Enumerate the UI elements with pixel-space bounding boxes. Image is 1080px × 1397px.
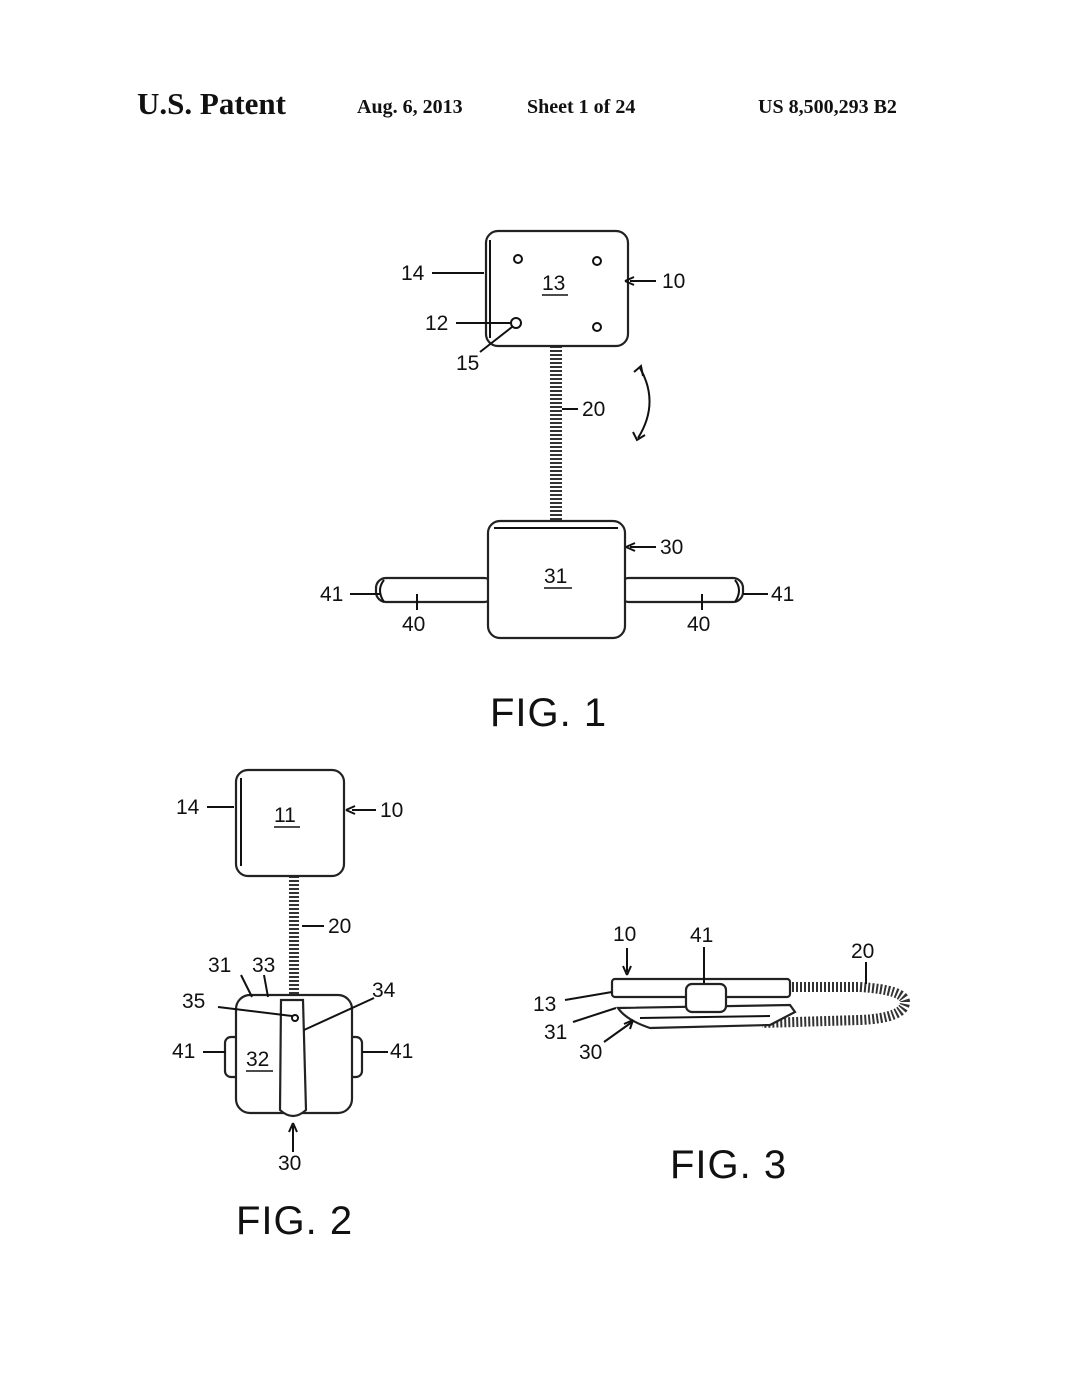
fig2-ref-20: 20 [328,915,351,938]
fig1-ref-12: 12 [425,312,448,335]
fig1-drawing: 14 13 10 12 15 20 30 31 41 41 40 40 FIG.… [320,229,794,735]
fig1-arm-left [374,576,496,604]
fig1-caption: FIG. 1 [490,691,607,735]
fig2-ref-33: 33 [252,954,275,977]
fig3-ref-31: 31 [544,1021,567,1044]
header-date: Aug. 6, 2013 [357,96,463,118]
fig3-ref-10: 10 [613,923,636,946]
fig1-ref-31: 31 [544,565,567,588]
fig1-screw-holes [510,254,602,332]
header-title: U.S. Patent [137,86,286,121]
fig1-ref-20: 20 [582,398,605,421]
fig1-rotation-arrow [637,367,651,439]
fig2-strap [278,998,308,1118]
fig1-ref-13: 13 [542,272,565,295]
fig1-ref-15: 15 [456,352,479,375]
header-sheet: Sheet 1 of 24 [527,96,636,118]
fig2-drawing: 14 11 10 20 31 33 35 34 41 32 41 30 FIG.… [172,768,413,1243]
fig1-lower-base [486,519,627,640]
fig2-ref-30: 30 [278,1152,301,1175]
fig1-ref-40-right: 40 [687,613,710,636]
fig2-ref-32: 32 [246,1048,269,1071]
fig2-ref-34: 34 [372,979,396,1002]
fig3-clip [684,982,728,1014]
fig2-ref-11: 11 [274,804,296,827]
fig3-ref-20: 20 [851,940,874,963]
fig3-ref-13: 13 [533,993,556,1016]
fig3-caption: FIG. 3 [670,1143,787,1187]
fig2-ref-41-left: 41 [172,1040,195,1063]
fig3-gooseneck-cable [761,982,911,1028]
fig1-arm-right [617,576,745,604]
fig1-ref-10: 10 [662,270,685,293]
fig2-caption: FIG. 2 [236,1199,353,1243]
fig2-ref-10: 10 [380,799,403,822]
fig1-ref-41-right: 41 [771,583,794,606]
fig1-ref-30: 30 [660,536,683,559]
fig1-ref-14: 14 [401,262,425,285]
fig2-ref-31: 31 [208,954,231,977]
fig1-ref-40-left: 40 [402,613,425,636]
header-patent-number: US 8,500,293 B2 [758,96,897,118]
fig2-ref-14: 14 [176,796,200,819]
fig2-upper-housing [234,768,346,878]
fig2-ref-41-right: 41 [390,1040,413,1063]
fig3-drawing: 10 41 20 13 31 30 FIG. 3 [533,923,911,1187]
fig2-ref-35: 35 [182,990,205,1013]
fig1-ref-41-left: 41 [320,583,343,606]
fig3-ref-41: 41 [690,924,713,947]
fig3-ref-30: 30 [579,1041,602,1064]
